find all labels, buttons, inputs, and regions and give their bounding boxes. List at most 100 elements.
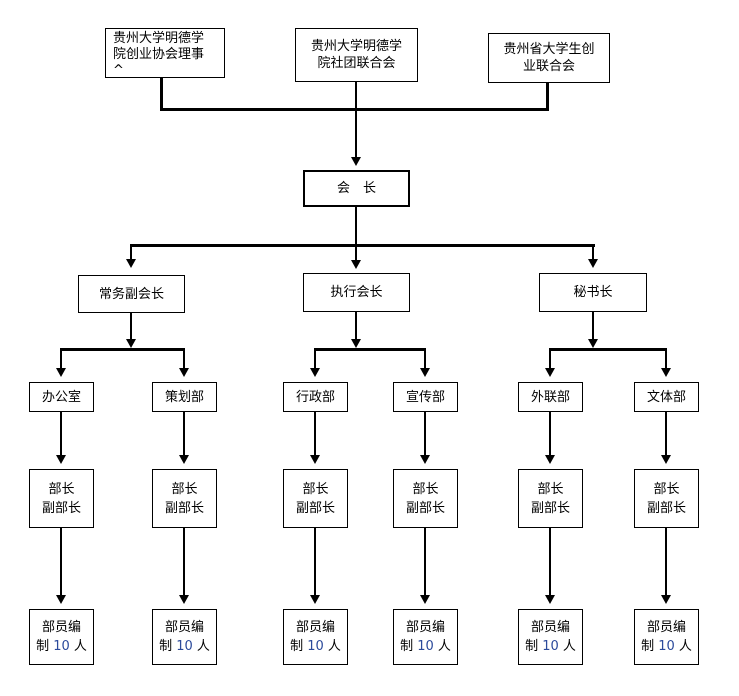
connector-line [665,528,667,596]
box-label-line: 制 10 人 [159,639,210,654]
box-label-line: 业联合会 [522,59,575,74]
connector-arrowhead [588,339,598,348]
box-members-1: 部员编 制 10 人 [29,609,94,665]
box-label-line: 文体部 [646,389,686,405]
box-label-line: 部长 [412,481,439,497]
connector-arrowhead [420,595,430,604]
member-count: 10 [542,639,559,654]
connector-line [314,348,426,351]
box-members-5: 部员编 制 10 人 [518,609,583,665]
connector-line [355,82,357,157]
connector-line [60,348,185,351]
box-dept-heads-2: 部长 副部长 [152,469,217,528]
box-label-line: 秘书长 [573,285,613,300]
connector-line [592,247,594,260]
connector-line [355,312,357,339]
connector-line [549,351,551,368]
box-label-line: 宣传部 [405,389,445,405]
member-count: 10 [417,639,434,654]
connector-line [160,108,549,111]
box-dept-publicity: 宣传部 [393,382,458,412]
box-label-line: 办公室 [41,389,81,405]
connector-arrowhead [310,455,320,464]
connector-line [130,244,595,247]
box-label-line: ^ [113,63,124,78]
connector-arrowhead [351,339,361,348]
box-label-line: 部员编 [405,620,445,635]
connector-line [60,412,62,456]
box-label-line: 制 10 人 [36,639,87,654]
connector-line [314,412,316,456]
connector-arrowhead [126,259,136,268]
connector-arrowhead [179,368,189,377]
connector-line [130,247,132,260]
box-label-line: 外联部 [530,389,570,405]
connector-line [665,412,667,456]
box-label-line: 部长 [653,481,680,497]
box-label-line: 部员编 [41,620,81,635]
box-members-4: 部员编 制 10 人 [393,609,458,665]
box-dept-heads-1: 部长 副部长 [29,469,94,528]
box-members-3: 部员编 制 10 人 [283,609,348,665]
box-label-line: 策划部 [164,389,204,405]
connector-line [549,528,551,596]
box-members-6: 部员编 制 10 人 [634,609,699,665]
connector-line [183,528,185,596]
connector-line [183,351,185,368]
connector-line [424,412,426,456]
box-dept-heads-6: 部长 副部长 [634,469,699,528]
box-label-line: 制 10 人 [641,639,692,654]
box-council: 贵州大学明德学 院创业协会理事 ^ [105,28,225,78]
box-provincial-federation: 贵州省大学生创 业联合会 [488,33,610,83]
connector-arrowhead [310,368,320,377]
box-label-line: 部员编 [530,620,570,635]
box-dept-office: 办公室 [29,382,94,412]
connector-line [60,351,62,368]
box-label-line: 部长 [302,481,329,497]
connector-line [183,412,185,456]
connector-line [424,351,426,368]
connector-line [424,528,426,596]
connector-arrowhead [545,368,555,377]
box-dept-outreach: 外联部 [518,382,583,412]
box-label-line: 部员编 [295,620,335,635]
connector-line [665,351,667,368]
box-label-line: 制 10 人 [400,639,451,654]
connector-arrowhead [420,455,430,464]
connector-line [546,83,549,108]
connector-line [355,207,357,261]
box-label-line: 行政部 [295,389,335,405]
box-label-line: 制 10 人 [290,639,341,654]
box-dept-heads-4: 部长 副部长 [393,469,458,528]
connector-arrowhead [588,259,598,268]
connector-arrowhead [545,455,555,464]
box-label-line: 副部长 [295,500,335,516]
connector-arrowhead [56,368,66,377]
connector-line [314,351,316,368]
connector-line [549,348,667,351]
connector-line [60,528,62,596]
box-members-2: 部员编 制 10 人 [152,609,217,665]
connector-arrowhead [56,455,66,464]
connector-arrowhead [179,455,189,464]
connector-arrowhead [661,595,671,604]
box-secretary-general: 秘书长 [539,273,647,312]
box-president: 会 长 [303,170,410,207]
box-label-line: 副部长 [530,500,570,516]
connector-arrowhead [420,368,430,377]
box-label-line: 部长 [48,481,75,497]
box-label-line: 部员编 [646,620,686,635]
box-label-line: 贵州大学明德学 [113,31,205,46]
box-union-federation: 贵州大学明德学 院社团联合会 [295,28,418,82]
box-executive-president: 执行会长 [303,273,410,312]
box-label-line: 执行会长 [330,285,383,300]
box-label-line: 院创业协会理事 [113,47,205,62]
connector-arrowhead [545,595,555,604]
connector-line [130,313,132,339]
box-label-line: 贵州大学明德学 [310,39,402,54]
connector-arrowhead [179,595,189,604]
connector-arrowhead [351,260,361,269]
box-dept-culture: 文体部 [634,382,699,412]
connector-line [549,412,551,456]
